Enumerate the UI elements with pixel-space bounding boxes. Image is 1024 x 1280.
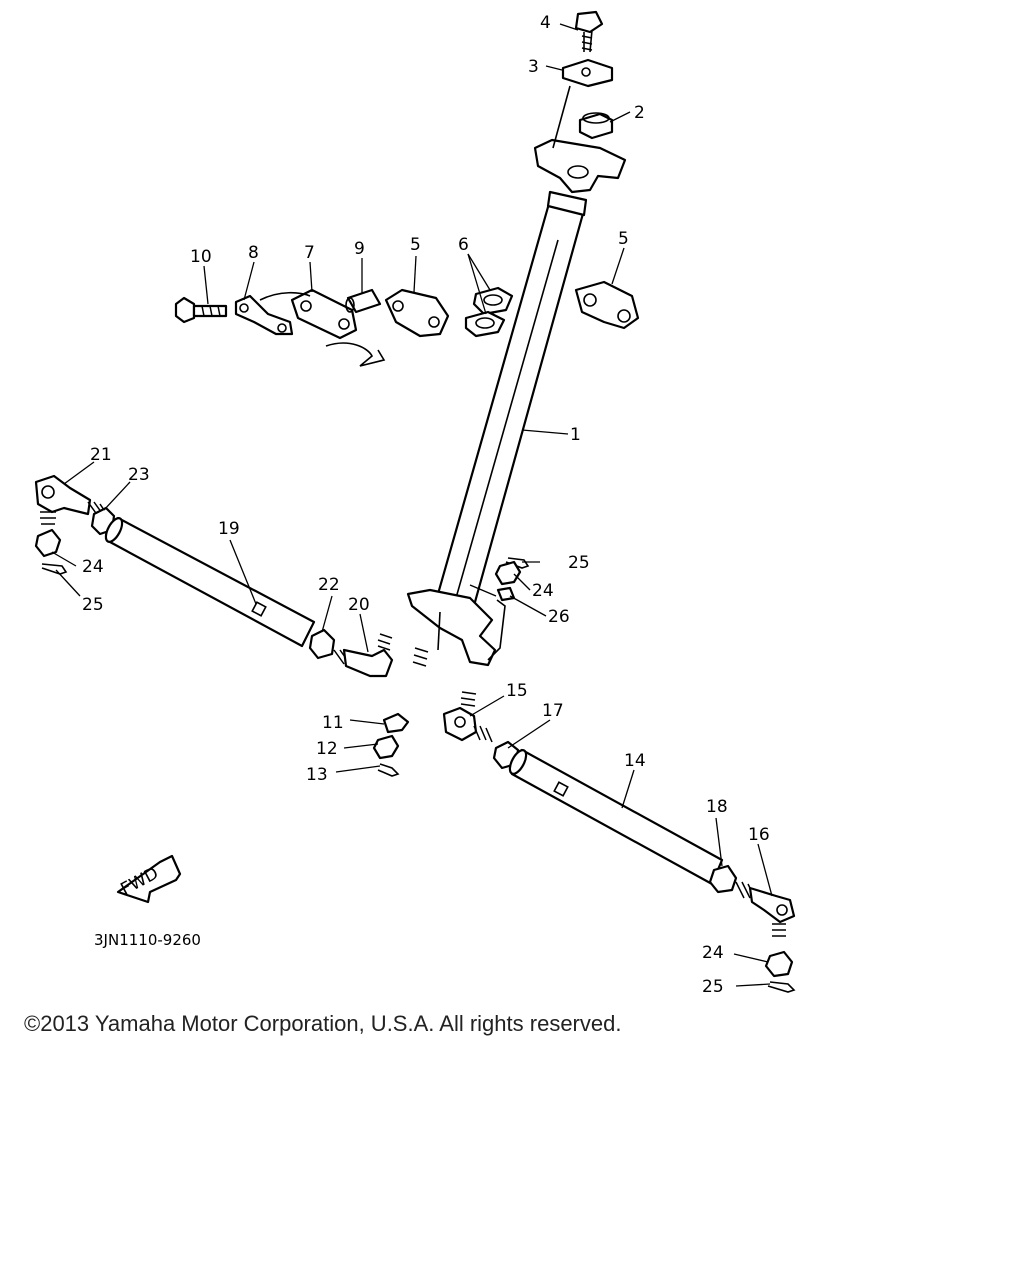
callout-9: 9 (354, 239, 365, 259)
callout-8: 8 (248, 243, 259, 263)
callout-1: 1 (570, 425, 581, 445)
callout-24b: 24 (532, 581, 554, 601)
leader-lines (51, 23, 773, 987)
callout-5a: 5 (410, 235, 421, 255)
callout-20: 20 (348, 595, 370, 615)
exploded-parts-diagram: FWD 3JN1110-9260 (34, 10, 796, 997)
upper-left-parts (174, 280, 640, 367)
callout-14: 14 (624, 751, 646, 771)
callout-5b: 5 (618, 229, 629, 249)
callout-7: 7 (304, 243, 315, 263)
right-tie-rod (442, 691, 796, 993)
drawing-code: 3JN1110-9260 (94, 931, 201, 949)
callout-19: 19 (218, 519, 240, 539)
callout-22: 22 (318, 575, 340, 595)
callout-12: 12 (316, 739, 338, 759)
callout-10: 10 (190, 247, 212, 267)
part-callouts: 1 2 3 4 5 5 6 7 8 9 10 11 12 13 14 15 16… (82, 13, 770, 997)
steering-column (406, 138, 627, 667)
callout-6: 6 (458, 235, 469, 255)
callout-16: 16 (748, 825, 770, 845)
callout-21: 21 (90, 445, 112, 465)
callout-2: 2 (634, 103, 645, 123)
forward-direction-arrow: FWD (116, 854, 182, 904)
callout-17: 17 (542, 701, 564, 721)
callout-15: 15 (506, 681, 528, 701)
callout-24c: 24 (702, 943, 724, 963)
callout-4: 4 (540, 13, 551, 33)
callout-25b: 25 (568, 553, 590, 573)
callout-24a: 24 (82, 557, 104, 577)
callout-18: 18 (706, 797, 728, 817)
callout-11: 11 (322, 713, 344, 733)
callout-23: 23 (128, 465, 150, 485)
callout-13: 13 (306, 765, 328, 785)
callout-26: 26 (548, 607, 570, 627)
copyright-notice: ©2013 Yamaha Motor Corporation, U.S.A. A… (24, 1011, 622, 1036)
center-hardware (372, 557, 530, 777)
upper-hardware (552, 10, 614, 149)
left-tie-rod (34, 474, 394, 678)
callout-25c: 25 (702, 977, 724, 997)
callout-25a: 25 (82, 595, 104, 615)
callout-3: 3 (528, 57, 539, 77)
